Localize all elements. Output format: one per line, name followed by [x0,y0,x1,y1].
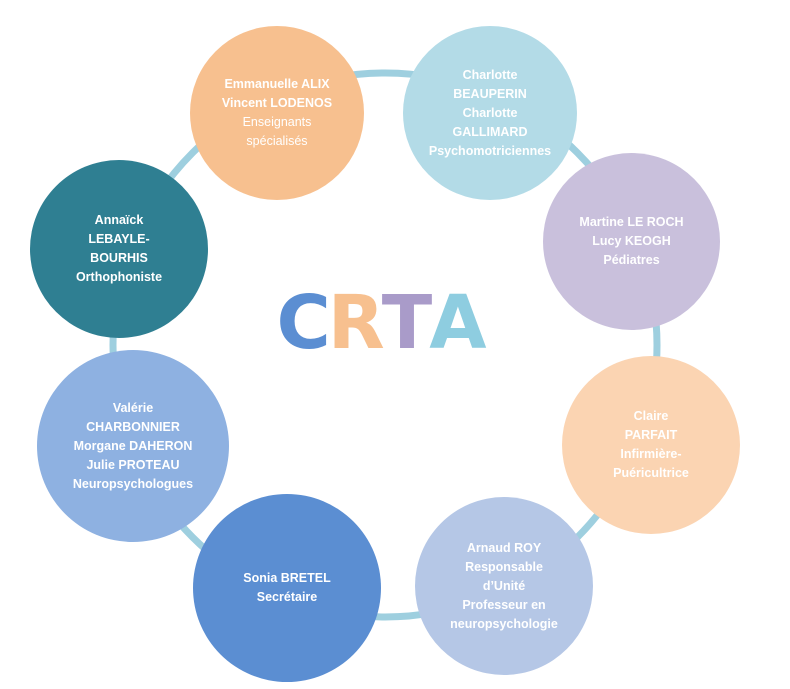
node-line: Professeur en [462,597,546,612]
title-letter-t: T [381,280,433,366]
node-line: Claire [633,409,669,423]
node-secretaire: Sonia BRETEL Secrétaire [193,494,381,682]
node-enseignants-specialises: Emmanuelle ALIX Vincent LODENOS Enseigna… [190,26,364,200]
node-line: Puéricultrice [613,466,689,480]
node-line: spécialisés [246,134,308,148]
node-line: Arnaud ROY [466,540,542,555]
node-line: Vincent LODENOS [221,96,333,110]
node-line: Charlotte [462,105,518,120]
node-line: d’Unité [482,578,526,593]
title-letter-c: C [276,280,330,366]
node-line: Lucy KEOGH [592,234,671,248]
node-line: Responsable [465,559,543,574]
node-responsable-unite: Arnaud ROY Responsable d’Unité Professeu… [415,497,593,675]
node-line: Secrétaire [256,590,318,604]
node-line: Morgane DAHERON [73,438,193,453]
node-pediatres: Martine LE ROCH Lucy KEOGH Pédiatres [543,153,720,330]
node-line: LEBAYLE- [88,232,150,246]
node-infirmiere-puericultrice: Claire PARFAIT Infirmière- Puéricultrice [562,356,740,534]
node-psychomotriciennes: Charlotte BEAUPERIN Charlotte GALLIMARD … [403,26,577,200]
node-line: Valérie [112,400,154,415]
node-line: Annaïck [94,213,144,227]
ring-ellipse [109,69,661,621]
node-line: Pédiatres [603,253,660,267]
node-line: Emmanuelle ALIX [224,77,330,91]
node-line: PARFAIT [624,428,678,442]
node-line: Julie PROTEAU [86,457,180,472]
node-line: Enseignants [242,115,312,129]
node-line: Sonia BRETEL [243,571,331,585]
node-line: GALLIMARD [452,124,528,139]
node-line: Psychomotriciennes [428,143,552,158]
crta-title: C R T A [276,278,486,368]
node-line: Martine LE ROCH [579,215,684,229]
node-line: Infirmière- [620,447,682,461]
title-letter-a: A [429,280,486,366]
title-letter-r: R [327,280,385,366]
node-neuropsychologues: Valérie CHARBONNIER Morgane DAHERON Juli… [37,350,229,542]
node-line: BEAUPERIN [453,86,527,101]
node-line: Orthophoniste [75,270,163,284]
node-line: Neuropsychologues [72,476,194,491]
node-line: BOURHIS [90,251,148,265]
node-line: Charlotte [462,67,518,82]
node-orthophoniste: Annaïck LEBAYLE- BOURHIS Orthophoniste [30,160,208,338]
node-line: CHARBONNIER [86,419,180,434]
node-line: neuropsychologie [450,616,558,631]
